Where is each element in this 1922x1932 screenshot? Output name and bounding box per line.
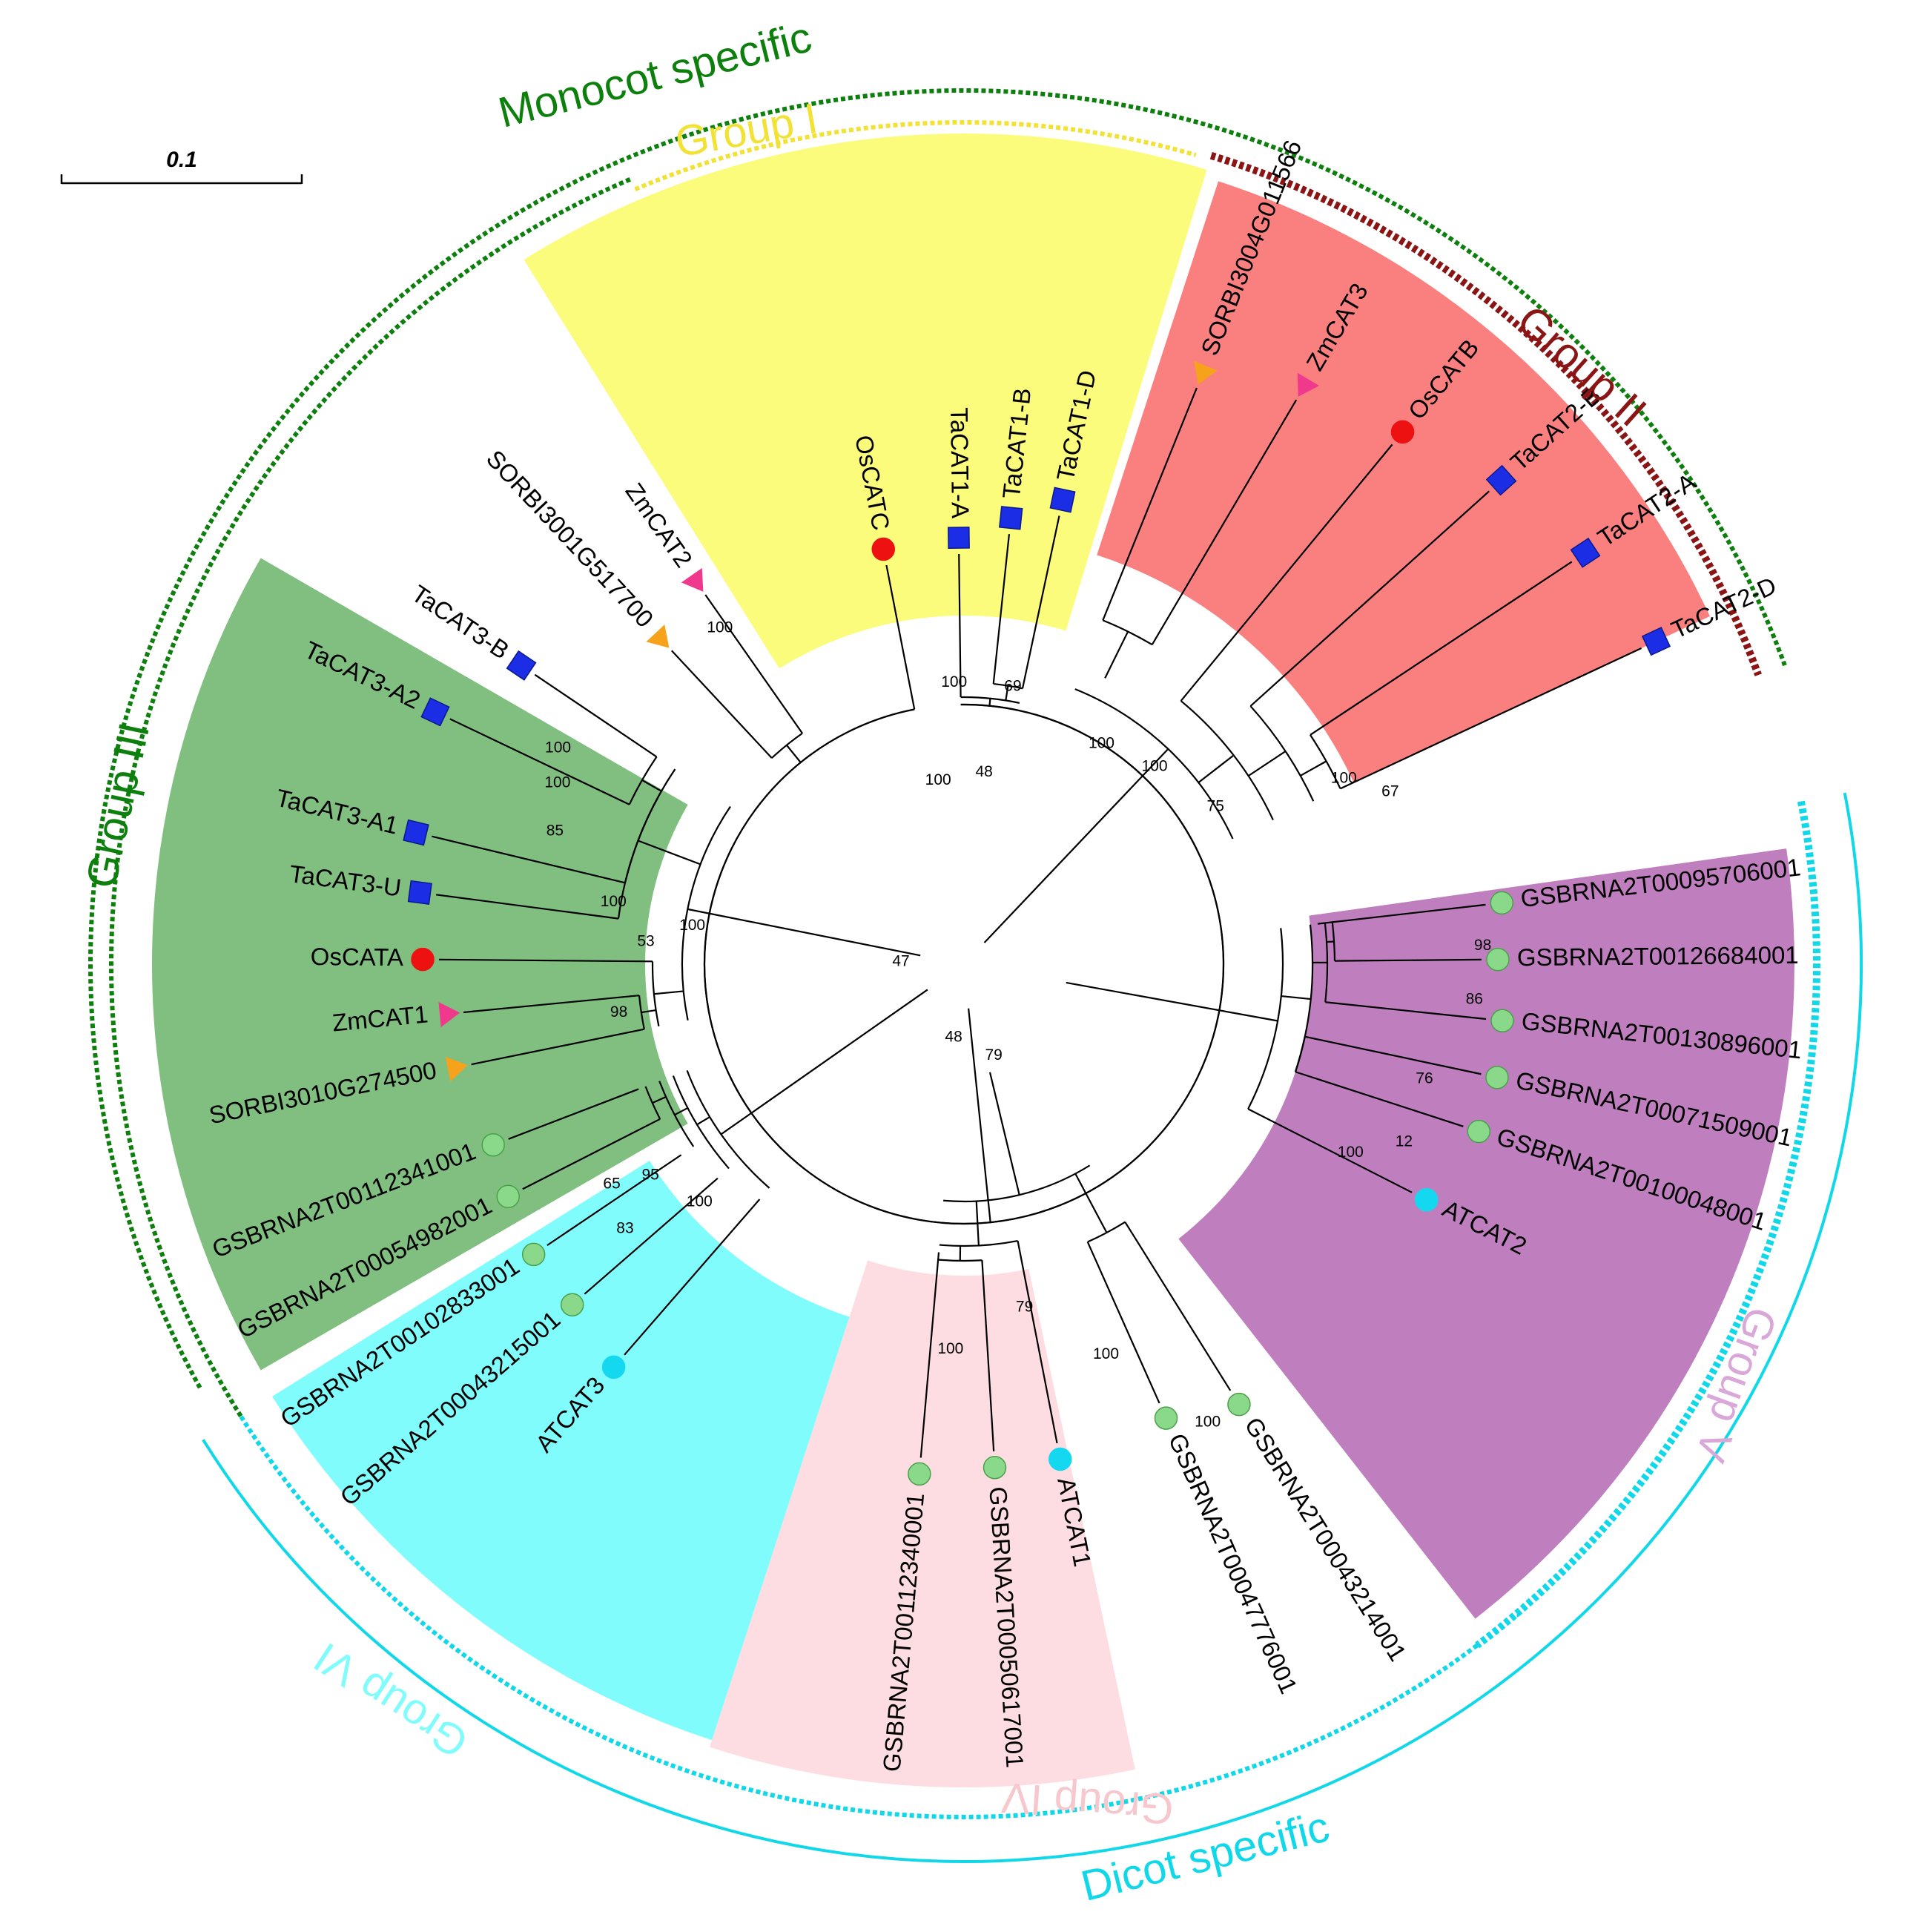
bootstrap-value: 100 [1142,757,1168,774]
scale-bar-label: 0.1 [166,148,197,172]
internal-branch [1105,632,1128,679]
leaf-label: TaCAT3-B [407,579,515,664]
leaf-marker-gsbrna2t00043215001 [561,1293,584,1316]
internal-branch [985,749,1169,943]
internal-branch [1066,983,1278,1021]
bootstrap-value: 100 [1338,1144,1364,1161]
bootstrap-value: 47 [892,953,909,970]
leaf-branch [1088,1242,1160,1403]
leaf-label: OsCATA [311,943,404,971]
bootstrap-value: 83 [616,1220,633,1237]
leaf-marker-atcat3 [603,1356,625,1378]
leaf-marker-tacat3-b [507,651,536,680]
leaf-marker-gsbrna2t00054982001 [497,1185,519,1207]
bootstrap-value: 69 [1004,677,1021,694]
clade-connector [704,705,1223,1224]
internal-branch [1281,996,1311,999]
internal-branch [654,991,684,994]
bootstrap-value: 79 [985,1046,1002,1064]
bootstrap-value: 100 [1195,1414,1221,1431]
internal-branch [687,909,920,955]
bootstrap-value: 76 [1416,1069,1433,1087]
leaf-marker-tacat1-d [1050,487,1074,512]
internal-branch [1249,751,1286,776]
internal-branch [1327,941,1334,942]
leaf-marker-atcat2 [1416,1189,1438,1211]
leaf-marker-tacat3-a1 [403,820,429,845]
internal-branch [1301,761,1327,776]
leaf-label: GSBRNA2T00126684001 [1517,941,1799,971]
leaf-marker-oscata [412,949,434,971]
leaf-marker-atcat1 [1049,1448,1071,1471]
internal-branch [787,745,801,762]
bootstrap-value: 100 [925,771,951,788]
clade-connector [704,705,1223,1224]
leaf-label: SORBI3001G517700 [481,445,659,633]
bootstrap-value: 48 [975,763,992,780]
bootstrap-value: 85 [546,822,564,839]
bootstrap-value: 53 [637,933,654,950]
scale-bar: 0.1 [62,148,302,184]
internal-branch [990,1072,1020,1195]
bootstrap-value: 98 [610,1003,627,1021]
bootstrap-value: 65 [603,1175,620,1192]
bootstrap-value: 100 [687,1193,713,1210]
bootstrap-value: 100 [1331,770,1357,787]
leaf-marker-tacat1-b [1000,507,1023,530]
bootstrap-value: 100 [707,619,733,636]
leaf-marker-gsbrna2t00050617001 [984,1457,1006,1479]
bootstrap-value: 100 [545,739,571,756]
bootstrap-value: 100 [941,673,967,690]
leaf-marker-oscatc [872,538,894,560]
internal-branch [1198,755,1233,782]
bootstrap-value: 79 [1016,1298,1033,1315]
leaf-marker-tacat1-a [948,527,969,548]
bootstrap-value: 95 [642,1167,659,1184]
bootstrap-value: 100 [601,893,627,910]
bootstrap-value: 100 [544,774,570,791]
leaf-label: TaCAT1-A [945,407,974,518]
bootstrap-value: 86 [1466,991,1483,1008]
leaf-marker-zmcat2 [681,568,713,599]
bootstrap-value: 75 [1207,798,1224,815]
bootstrap-value: 67 [1381,782,1398,799]
leaf-marker-oscatb [1392,421,1414,443]
bootstrap-value: 100 [1093,1345,1119,1362]
leaf-marker-gsbrna2t00130896001 [1491,1009,1513,1032]
group-label-group-iv: Group IV [1000,1773,1175,1833]
bootstrap-value: 100 [937,1340,963,1357]
leaf-marker-gsbrna2t00102833001 [523,1243,545,1265]
leaf-marker-tacat3-u [409,881,432,904]
leaf-branch [672,650,772,758]
bootstrap-value: 48 [945,1029,962,1046]
leaf-marker-gsbrna2t00100048001 [1467,1121,1490,1143]
leaf-marker-gsbrna2t00071509001 [1486,1066,1508,1089]
bootstrap-value: 100 [679,917,705,934]
group-label-group-iii: Group III [77,719,159,892]
leaf-marker-gsbrna2t00112341001 [482,1134,504,1156]
bootstrap-value: 98 [1474,937,1491,954]
leaf-marker-gsbrna2t00112340001 [908,1463,931,1485]
internal-branch [697,1117,710,1124]
leaf-marker-gsbrna2t00095706001 [1490,891,1513,914]
internal-branch [989,699,990,706]
leaf-marker-gsbrna2t00047776001 [1155,1407,1178,1429]
internal-branch [968,1009,991,1222]
internal-branch [1075,1174,1106,1233]
leaf-marker-gsbrna2t00043214001 [1228,1394,1250,1416]
bootstrap-value: 100 [1089,735,1114,752]
bootstrap-value: 12 [1396,1133,1413,1150]
